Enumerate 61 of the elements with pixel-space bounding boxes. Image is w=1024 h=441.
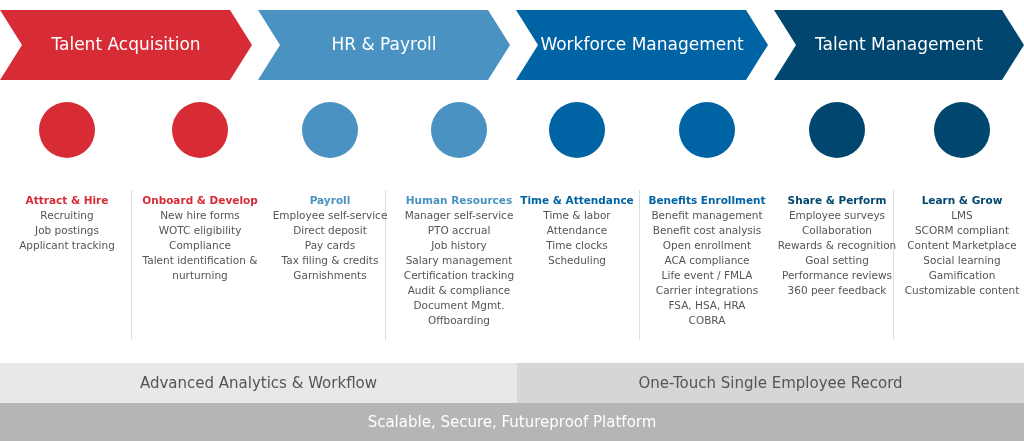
stage-title: Workforce Management [539,34,745,54]
band-label: One-Touch Single Employee Record [638,374,903,392]
list-item: Certification tracking [402,268,516,283]
band-label: Scalable, Secure, Futureproof Platform [367,413,657,431]
list-item: Benefit management [650,208,764,223]
column-heading: Time & Attendance [519,193,635,208]
list-item: ACA compliance [663,253,751,268]
list-item: Content Marketplace [906,238,1018,253]
platform-band [0,363,517,403]
list-item: PTO accrual [426,223,492,238]
stage-title: Talent Acquisition [50,34,202,54]
list-item: Recruiting [39,208,95,223]
platform-band [0,403,1024,441]
list-item: Social learning [922,253,1002,268]
column-heading: Payroll [308,193,352,208]
list-item: Performance reviews [780,268,894,283]
list-item: Benefit cost analysis [651,223,763,238]
list-item: FSA, HSA, HRA [667,298,747,313]
list-item: COBRA [687,313,727,328]
stage-title: Talent Management [814,34,984,54]
list-item: Pay cards [303,238,357,253]
list-item: Life event / FMLA [660,268,754,283]
list-item: Goal setting [804,253,870,268]
list-item: Employee self-service [271,208,389,223]
list-item: Garnishments [292,268,368,283]
list-item: Offboarding [426,313,492,328]
column-heading: Benefits Enrollment [647,193,767,208]
list-item: New hire forms [159,208,241,223]
list-item: Scheduling [547,253,607,268]
list-item: Job postings [33,223,100,238]
list-item: Salary management [404,253,514,268]
column-heading: Onboard & Develop [141,193,259,208]
list-item: Talent identification & nurturning [141,253,259,283]
list-item: Carrier integrations [654,283,760,298]
list-item: Compliance [168,238,232,253]
list-item: Manager self-service [403,208,515,223]
list-item: Time & labor [542,208,612,223]
list-item: Applicant tracking [18,238,116,253]
list-item: Collaboration [801,223,873,238]
column-heading: Attract & Hire [24,193,110,208]
list-item: Rewards & recognition [776,238,898,253]
list-item: LMS [950,208,974,223]
list-item: Direct deposit [292,223,368,238]
list-item: SCORM compliant [913,223,1011,238]
list-item: Document Mgmt. [412,298,506,313]
platform-band [517,363,1024,403]
list-item: Employee surveys [787,208,887,223]
list-item: Time clocks [545,238,609,253]
column-heading: Share & Perform [786,193,888,208]
column-heading: Learn & Grow [920,193,1004,208]
list-item: Audit & compliance [406,283,512,298]
band-label: Advanced Analytics & Workflow [139,374,378,392]
list-item: Job history [429,238,488,253]
list-item: WOTC eligibility [157,223,243,238]
stage-title: HR & Payroll [330,34,438,54]
list-item: Gamification [927,268,997,283]
list-item: Customizable content [903,283,1021,298]
list-item: Attendance [545,223,609,238]
list-item: Tax filing & credits [280,253,380,268]
list-item: 360 peer feedback [786,283,888,298]
list-item: Open enrollment [661,238,753,253]
